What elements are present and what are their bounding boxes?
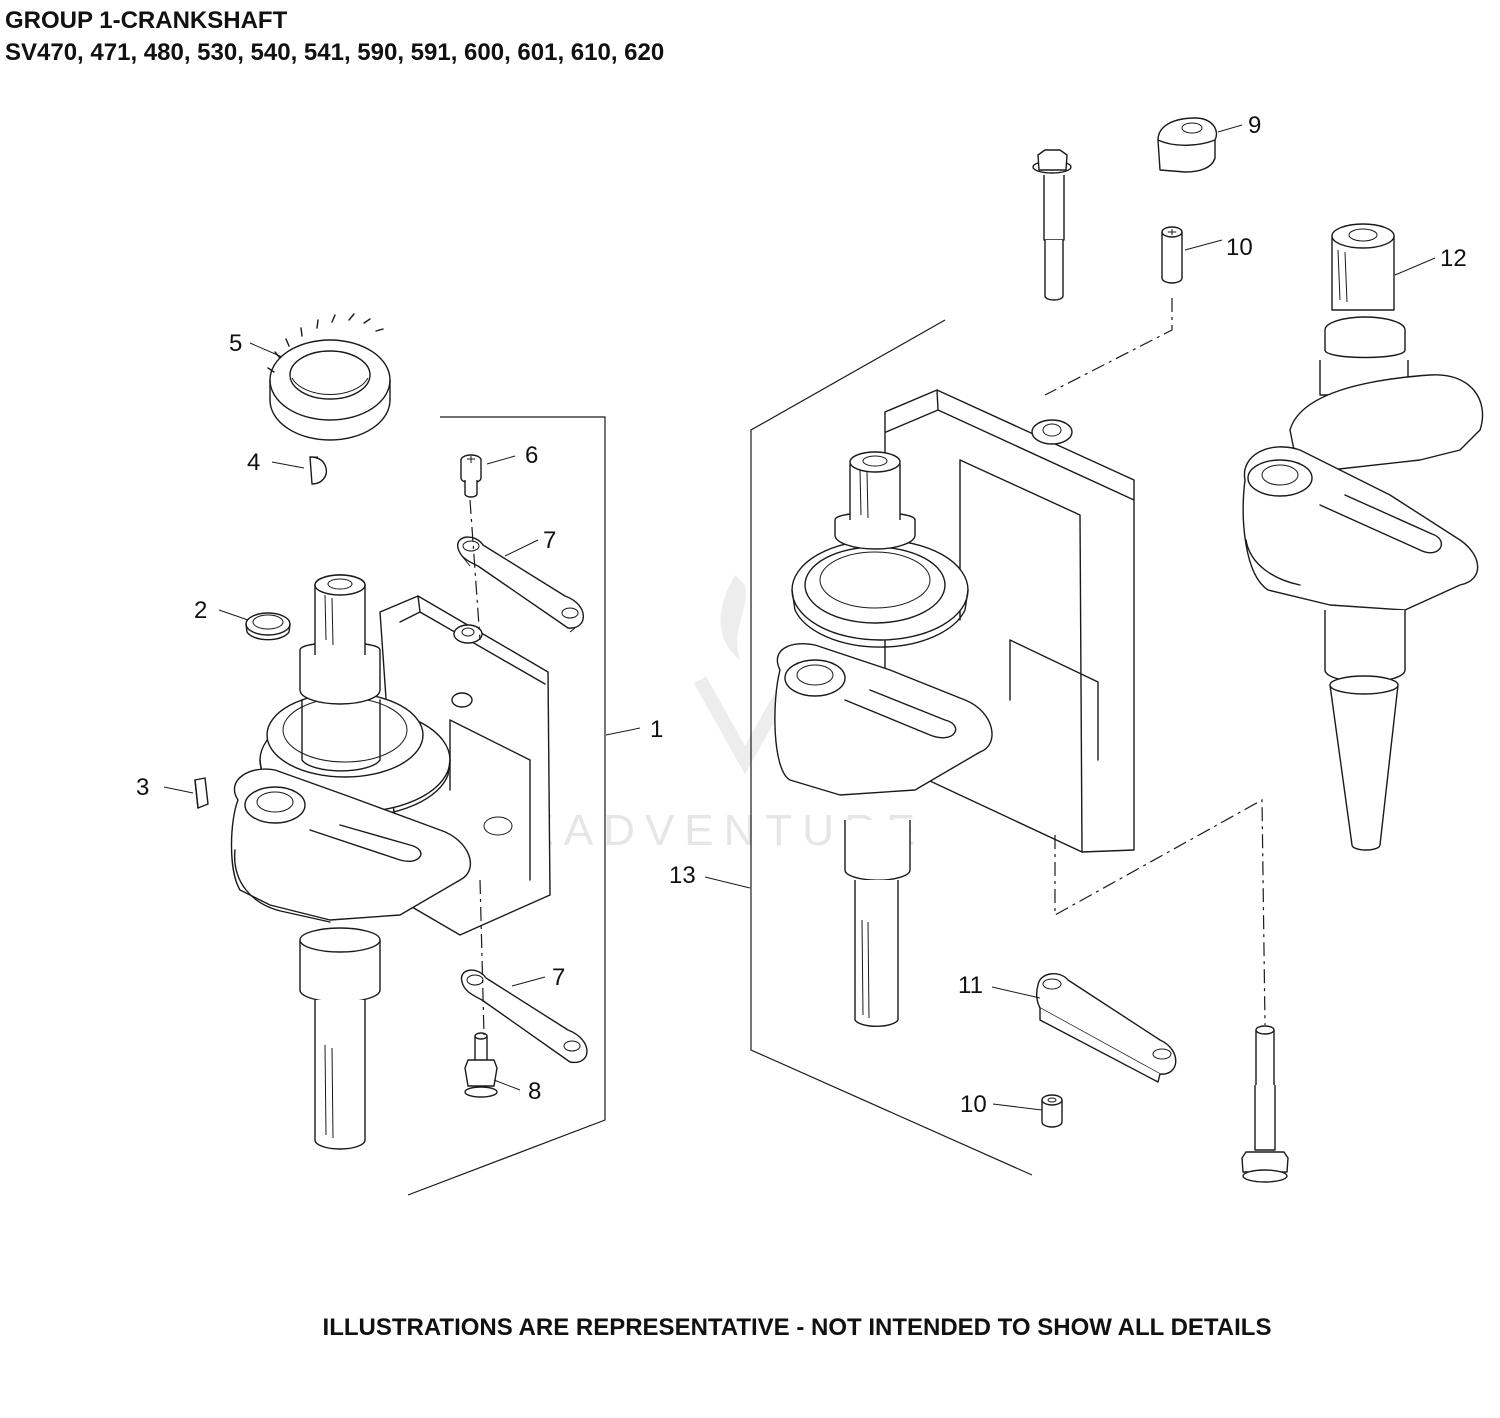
callout-10-lower: 10 bbox=[960, 1091, 987, 1118]
callout-7-lower: 7 bbox=[552, 964, 565, 991]
counterweight-link-lower-icon bbox=[460, 969, 588, 1063]
bolt-icon bbox=[1241, 1025, 1289, 1183]
assembly-axis-lower bbox=[479, 879, 485, 1036]
page-title: GROUP 1-CRANKSHAFT bbox=[5, 7, 288, 34]
square-key-icon bbox=[194, 777, 209, 809]
bolt-icon bbox=[464, 1032, 498, 1098]
crankshaft-assembly-group-13 bbox=[704, 117, 1436, 1183]
assembly-axis-lower bbox=[1054, 798, 1266, 1026]
seal-ring-icon bbox=[245, 612, 291, 641]
callout-9: 9 bbox=[1248, 112, 1261, 139]
counterweight-link-upper-icon bbox=[457, 536, 584, 633]
group-1-frame bbox=[407, 416, 606, 1196]
callout-labels: 5 4 6 7 2 1 3 7 8 9 10 12 13 11 10 bbox=[136, 112, 1467, 1118]
crankshaft-icon bbox=[1242, 223, 1484, 851]
callout-5: 5 bbox=[229, 330, 242, 357]
disclaimer-note: ILLUSTRATIONS ARE REPRESENTATIVE - NOT I… bbox=[322, 1314, 1272, 1341]
callout-2: 2 bbox=[194, 597, 207, 624]
crankshaft-counterweight-assembly-icon bbox=[774, 389, 1135, 1028]
callout-10-upper: 10 bbox=[1226, 234, 1253, 261]
crankshaft-counterweight-assembly-icon bbox=[230, 574, 551, 1150]
callout-4: 4 bbox=[247, 449, 260, 476]
callout-8: 8 bbox=[528, 1078, 541, 1105]
timing-gear-icon bbox=[267, 313, 391, 441]
bolt-icon bbox=[1032, 149, 1072, 301]
callout-12: 12 bbox=[1440, 245, 1467, 272]
model-list: SV470, 471, 480, 530, 540, 541, 590, 591… bbox=[5, 39, 665, 66]
counterweight-link-icon bbox=[1035, 973, 1177, 1083]
callout-7-upper: 7 bbox=[543, 527, 556, 554]
callout-11: 11 bbox=[958, 972, 983, 999]
callout-6: 6 bbox=[525, 442, 538, 469]
woodruff-key-icon bbox=[309, 456, 328, 485]
link-cap-icon bbox=[1157, 117, 1218, 173]
callout-1: 1 bbox=[650, 716, 663, 743]
assembly-axis-upper bbox=[1044, 298, 1173, 396]
crankshaft-assembly-group-1 bbox=[163, 313, 641, 1196]
callout-3: 3 bbox=[136, 774, 149, 801]
assembly-axis-upper bbox=[469, 499, 481, 641]
bushing-icon bbox=[1041, 1094, 1063, 1128]
group-13-frame bbox=[750, 319, 1033, 1176]
cap-screw-icon bbox=[460, 454, 482, 498]
bushing-icon bbox=[1161, 226, 1183, 284]
callout-13: 13 bbox=[669, 862, 696, 889]
